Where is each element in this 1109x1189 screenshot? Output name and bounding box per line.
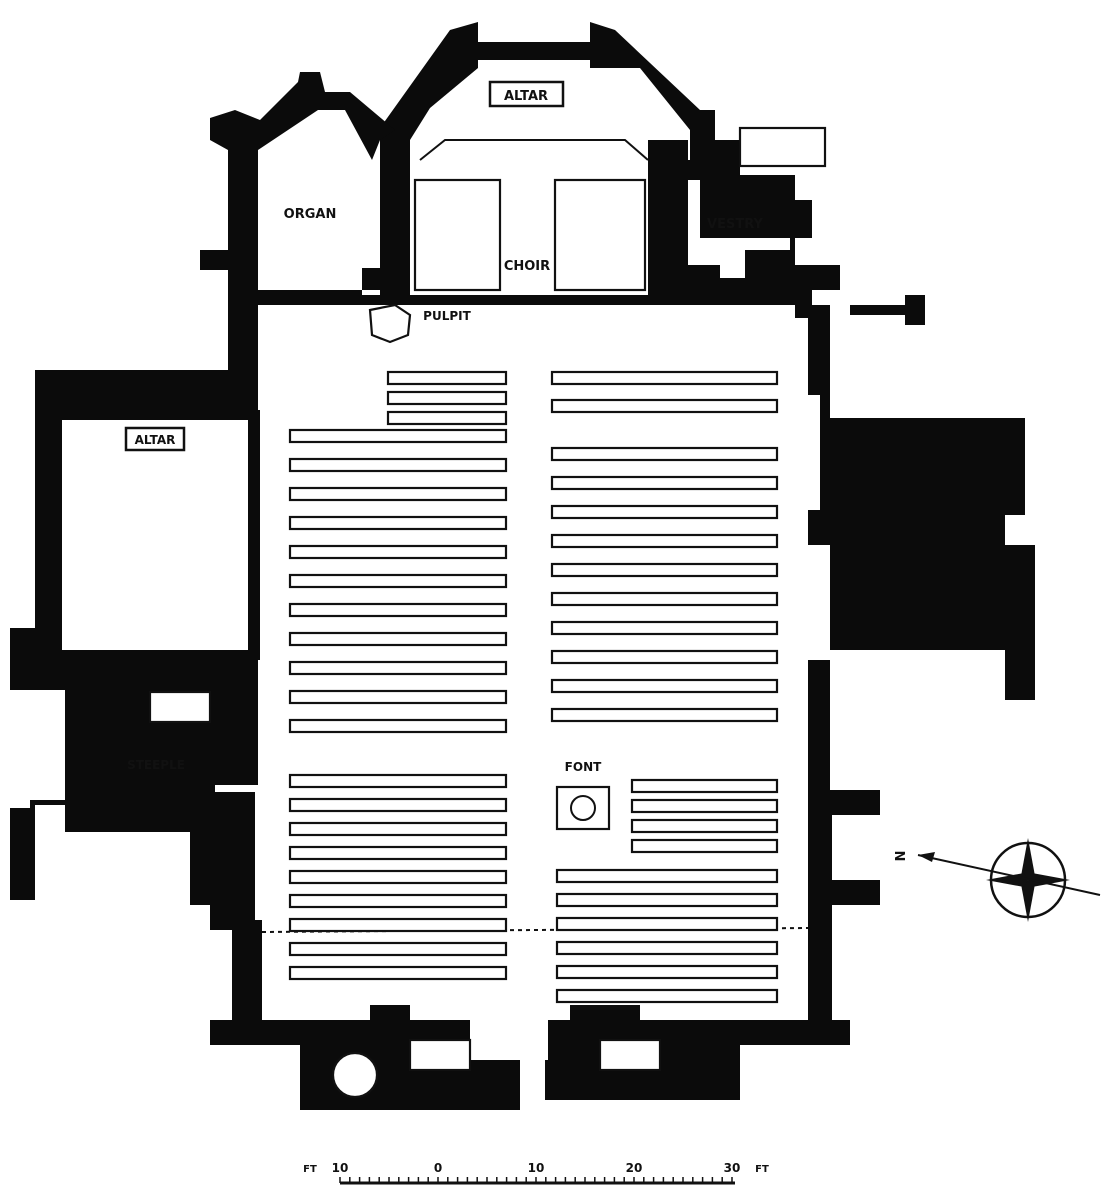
label-north: N (891, 851, 906, 862)
pew (555, 988, 779, 1004)
pew (550, 707, 779, 723)
pew (288, 917, 508, 933)
nave-left-wall (248, 410, 260, 660)
entrance-wall (262, 1005, 520, 1110)
steeple-stairs (148, 690, 212, 724)
walls (10, 22, 1035, 1110)
pew (288, 573, 508, 589)
label-altar-side: ALTAR (135, 433, 176, 447)
scale-tick-label: 30 (724, 1161, 741, 1175)
bottom-right-wall (695, 1020, 815, 1045)
nave-top-wall (228, 295, 808, 305)
scale-tick-label: 10 (528, 1161, 545, 1175)
pew (550, 620, 779, 636)
pew (555, 916, 779, 932)
altar-rail (419, 139, 649, 161)
choir-stalls-left (413, 178, 502, 292)
pew (288, 845, 508, 861)
label-altar-main: ALTAR (504, 89, 548, 104)
pew (550, 649, 779, 665)
pew (550, 678, 779, 694)
pew (288, 428, 508, 444)
pew (550, 398, 779, 414)
pew (550, 370, 779, 386)
pew (386, 410, 508, 426)
entrance-stairs-right (598, 1038, 662, 1072)
label-pulpit: PULPIT (423, 309, 471, 323)
label-vestry: VESTRY (707, 217, 763, 232)
pew (630, 778, 779, 794)
spiral-stair (331, 1051, 379, 1099)
pew (288, 602, 508, 618)
label-steeple: STEEPLE (127, 758, 185, 772)
compass-rose-icon: N (891, 838, 1101, 922)
entrance-stairs-left (408, 1038, 472, 1072)
pew (288, 869, 508, 885)
label-choir: CHOIR (504, 259, 550, 274)
pew (288, 965, 508, 981)
label-font: FONT (565, 760, 602, 774)
steeple-wall (10, 655, 258, 930)
pew (288, 631, 508, 647)
nave-right-lower-wall (808, 660, 880, 1045)
pew (288, 515, 508, 531)
scale-tick-label: 20 (626, 1161, 643, 1175)
pew (555, 940, 779, 956)
scale-tick-label: 10 (332, 1161, 349, 1175)
pew (288, 457, 508, 473)
annex-wall-1 (905, 295, 925, 325)
pew (550, 562, 779, 578)
pew (630, 818, 779, 834)
pew (630, 798, 779, 814)
choir-stalls-right (553, 178, 647, 292)
scale-unit-right: FT (755, 1164, 769, 1175)
pew (555, 868, 779, 884)
pew (288, 941, 508, 957)
scale-tick-label: 0 (434, 1161, 442, 1175)
pew (288, 486, 508, 502)
pew (288, 821, 508, 837)
pew (550, 591, 779, 607)
pew (288, 797, 508, 813)
nave-left-lower-wall (210, 920, 300, 1045)
organ-chamber-wall (200, 72, 395, 295)
pew (288, 544, 508, 560)
pews (288, 370, 779, 1004)
font-ring (570, 795, 596, 821)
pew (288, 689, 508, 705)
chancel-right-wall (648, 140, 688, 295)
annex-wall-2 (850, 305, 910, 315)
pew (288, 660, 508, 676)
pew (386, 390, 508, 406)
scale-bar: FT FT 10 0 10 20 30 (303, 1161, 769, 1185)
label-organ: ORGAN (284, 207, 337, 222)
scale-unit-left: FT (303, 1164, 317, 1175)
pulpit (368, 303, 412, 344)
pew (386, 370, 508, 386)
pew (550, 504, 779, 520)
fixtures (148, 126, 827, 1099)
altar-side-box (124, 426, 186, 452)
pew (288, 773, 508, 789)
pew (288, 718, 508, 734)
pew (550, 475, 779, 491)
vestry-wall (688, 140, 840, 318)
pew (550, 446, 779, 462)
pew (288, 893, 508, 909)
font-basin (555, 785, 611, 831)
pew (555, 892, 779, 908)
altar-main-box (488, 80, 565, 108)
pew (550, 533, 779, 549)
pew (555, 964, 779, 980)
north-arrow-icon (918, 852, 935, 862)
nave-right-wall (808, 305, 1035, 700)
vestry-stairs (738, 126, 827, 168)
pew (630, 838, 779, 854)
side-chapel-wall (10, 295, 258, 690)
